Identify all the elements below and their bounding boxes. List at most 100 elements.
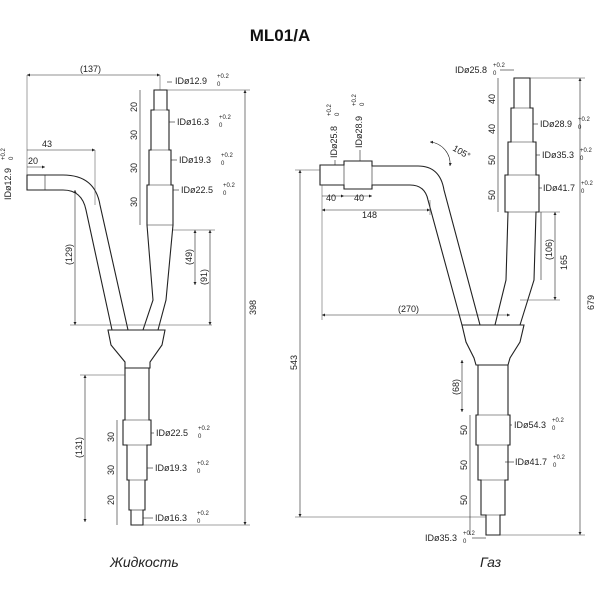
gas-dim-106: (106) xyxy=(544,239,554,260)
svg-text:+0.2: +0.2 xyxy=(217,74,230,80)
liquid-right-branch xyxy=(142,89,174,331)
svg-text:+0.2: +0.2 xyxy=(197,461,210,467)
liquid-dim-398: 398 xyxy=(248,300,258,315)
liquid-dim-top-30a: 30 xyxy=(129,130,139,140)
svg-text:IDø28.9: IDø28.9 xyxy=(354,116,364,148)
liquid-dim-20: 20 xyxy=(28,156,38,166)
svg-text:IDø12.9: IDø12.9 xyxy=(175,76,207,86)
gas-dim-bottom-50b: 50 xyxy=(459,460,469,470)
svg-text:+0.2: +0.2 xyxy=(223,183,236,189)
svg-text:0: 0 xyxy=(360,102,366,106)
liquid-dim-top-20: 20 xyxy=(129,102,139,112)
svg-text:+0.2: +0.2 xyxy=(581,181,594,187)
gas-dim-top-50a: 50 xyxy=(487,155,497,165)
liquid-dim-top-30b: 30 xyxy=(129,163,139,173)
svg-text:0: 0 xyxy=(219,123,223,129)
svg-text:0: 0 xyxy=(197,519,201,525)
gas-dim-679: 679 xyxy=(586,295,596,310)
gas-dim-bottom-50c: 50 xyxy=(459,495,469,505)
svg-text:+0.2: +0.2 xyxy=(198,426,211,432)
liquid-id-top: IDø12.9 +0.2 0 xyxy=(175,74,230,88)
gas-right-branch xyxy=(494,77,540,326)
svg-text:+0.2: +0.2 xyxy=(493,63,506,69)
liquid-dim-129: (129) xyxy=(64,244,74,265)
liquid-joint xyxy=(107,329,166,369)
svg-text:+0.2: +0.2 xyxy=(352,93,358,106)
gas-id-28-9: IDø28.9 +0.2 0 xyxy=(540,117,591,131)
gas-dim-bottom-50a: 50 xyxy=(459,425,469,435)
svg-text:+0.2: +0.2 xyxy=(219,115,232,121)
svg-text:IDø12.9: IDø12.9 xyxy=(3,168,13,200)
liquid-id-left: IDø12.9 +0.2 0 xyxy=(1,147,15,200)
svg-text:IDø35.3: IDø35.3 xyxy=(542,150,574,160)
svg-text:0: 0 xyxy=(493,71,497,77)
liquid-dim-49: (49) xyxy=(184,249,194,265)
liquid-caption: Жидкость xyxy=(109,554,179,570)
svg-text:IDø35.3: IDø35.3 xyxy=(425,533,457,543)
liquid-dim-91: (91) xyxy=(199,269,209,285)
svg-text:0: 0 xyxy=(198,434,202,440)
svg-text:+0.2: +0.2 xyxy=(578,117,591,123)
svg-text:0: 0 xyxy=(335,112,341,116)
gas-id-left-28-9: IDø28.9 +0.2 0 xyxy=(352,93,366,148)
liquid-drawing: (137) 43 20 (129) (49) (91) 398 (131) 20… xyxy=(1,64,258,570)
gas-drawing: 40 40 148 (270) 543 679 (106) 165 105° (… xyxy=(289,63,596,570)
liquid-dim-bottom-30a: 30 xyxy=(106,432,116,442)
svg-text:+0.2: +0.2 xyxy=(327,103,333,116)
gas-dim-543: 543 xyxy=(289,355,299,370)
svg-text:0: 0 xyxy=(217,82,221,88)
svg-text:+0.2: +0.2 xyxy=(553,455,566,461)
gas-bottom-pipe xyxy=(475,364,511,536)
liquid-id-19-3: IDø19.3 +0.2 0 xyxy=(179,153,234,167)
svg-text:0: 0 xyxy=(553,463,557,469)
svg-text:IDø19.3: IDø19.3 xyxy=(155,463,187,473)
svg-text:+0.2: +0.2 xyxy=(197,511,210,517)
gas-id-35-3: IDø35.3 +0.2 0 xyxy=(542,148,593,162)
gas-angle-105: 105° xyxy=(451,143,472,161)
gas-caption: Газ xyxy=(480,554,502,570)
svg-text:0: 0 xyxy=(221,161,225,167)
svg-text:IDø19.3: IDø19.3 xyxy=(179,155,211,165)
gas-dim-68: (68) xyxy=(451,379,461,395)
gas-dim-top-50b: 50 xyxy=(487,190,497,200)
gas-id-bottom-35-3: IDø35.3 +0.2 0 xyxy=(425,531,476,545)
svg-text:0: 0 xyxy=(9,156,15,160)
gas-dim-top-40a: 40 xyxy=(487,94,497,104)
svg-text:IDø41.7: IDø41.7 xyxy=(543,183,575,193)
svg-text:IDø16.3: IDø16.3 xyxy=(155,513,187,523)
gas-dim-top-40b: 40 xyxy=(487,124,497,134)
svg-text:IDø41.7: IDø41.7 xyxy=(515,457,547,467)
gas-id-top: IDø25.8 +0.2 0 xyxy=(455,63,506,77)
gas-id-bottom-54-3: IDø54.3 +0.2 0 xyxy=(514,418,565,432)
gas-dim-165: 165 xyxy=(559,255,569,270)
gas-id-left-25-8: IDø25.8 +0.2 0 xyxy=(327,103,341,158)
svg-text:IDø28.9: IDø28.9 xyxy=(540,119,572,129)
svg-text:IDø25.8: IDø25.8 xyxy=(455,65,487,75)
liquid-dim-43: 43 xyxy=(42,139,52,149)
svg-text:0: 0 xyxy=(552,426,556,432)
liquid-bottom-pipe xyxy=(122,367,152,526)
svg-text:IDø25.8: IDø25.8 xyxy=(329,126,339,158)
svg-text:0: 0 xyxy=(581,189,585,195)
gas-id-41-7: IDø41.7 +0.2 0 xyxy=(543,181,594,195)
liquid-id-bottom-19-3: IDø19.3 +0.2 0 xyxy=(155,461,210,475)
gas-dim-148: 148 xyxy=(362,210,377,220)
gas-left-branch xyxy=(319,160,481,326)
liquid-id-22-5: IDø22.5 +0.2 0 xyxy=(181,183,236,197)
svg-text:IDø54.3: IDø54.3 xyxy=(514,420,546,430)
svg-text:0: 0 xyxy=(463,539,467,545)
svg-text:IDø16.3: IDø16.3 xyxy=(177,117,209,127)
svg-text:+0.2: +0.2 xyxy=(1,147,7,160)
svg-text:0: 0 xyxy=(223,191,227,197)
liquid-dim-bottom-30b: 30 xyxy=(106,465,116,475)
svg-text:0: 0 xyxy=(580,156,584,162)
svg-text:+0.2: +0.2 xyxy=(580,148,593,154)
liquid-id-16-3: IDø16.3 +0.2 0 xyxy=(177,115,232,129)
liquid-left-branch xyxy=(26,174,129,331)
liquid-id-bottom-22-5: IDø22.5 +0.2 0 xyxy=(156,426,211,440)
liquid-dim-bottom-20: 20 xyxy=(106,495,116,505)
liquid-dim-131: (131) xyxy=(74,437,84,458)
svg-text:+0.2: +0.2 xyxy=(552,418,565,424)
svg-text:IDø22.5: IDø22.5 xyxy=(156,428,188,438)
